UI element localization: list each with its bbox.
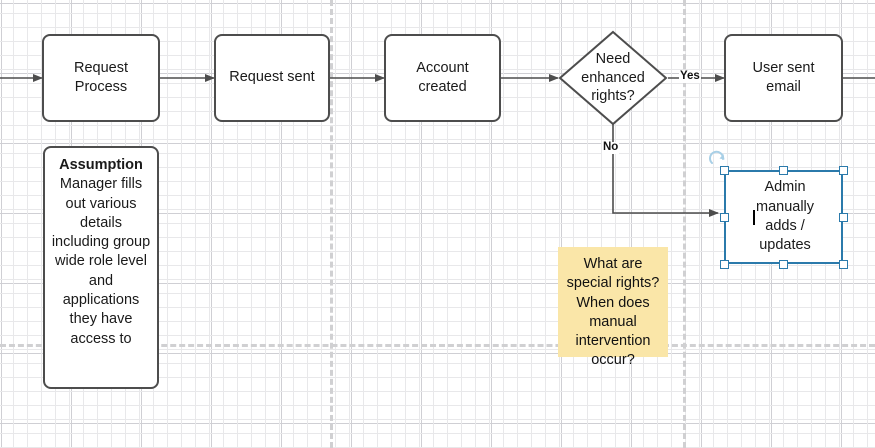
node-request-process[interactable]: Request Process <box>42 34 160 122</box>
node-request-sent[interactable]: Request sent <box>214 34 330 122</box>
resize-handle-top-left[interactable] <box>719 165 729 175</box>
edge-label-no: No <box>602 141 620 154</box>
node-admin-manually-adds-label: Admin manually adds / updates <box>755 179 815 254</box>
resize-handle-bottom-right[interactable] <box>838 259 848 269</box>
resize-handle-bottom-left[interactable] <box>719 259 729 269</box>
note-assumption-title: Assumption <box>59 157 143 173</box>
resize-handle-bottom-center[interactable] <box>778 259 788 269</box>
resize-handle-middle-left[interactable] <box>719 212 729 222</box>
note-assumption[interactable]: Assumption Manager fills out various det… <box>43 146 159 389</box>
node-user-sent-email[interactable]: User sent email <box>724 34 843 122</box>
page-break-vertical-left <box>330 0 333 448</box>
page-break-horizontal <box>0 344 875 347</box>
resize-handle-middle-right[interactable] <box>838 212 848 222</box>
note-assumption-body: Manager fills out various details includ… <box>51 176 151 347</box>
node-admin-manually-adds[interactable]: Admin manually adds / updates <box>724 170 843 264</box>
rotate-icon[interactable] <box>709 150 727 168</box>
node-need-enhanced-rights-label: Need enhanced rights? <box>581 50 645 105</box>
text-caret <box>752 209 755 225</box>
node-account-created[interactable]: Account created <box>384 34 501 122</box>
resize-handle-top-right[interactable] <box>838 165 848 175</box>
node-need-enhanced-rights[interactable]: Need enhanced rights? <box>558 30 668 126</box>
page-break-vertical-right <box>683 0 686 448</box>
resize-handle-top-center[interactable] <box>778 165 788 175</box>
edge-label-yes: Yes <box>679 70 701 83</box>
sticky-note-special-rights[interactable]: What are special rights? When does manua… <box>558 247 668 368</box>
